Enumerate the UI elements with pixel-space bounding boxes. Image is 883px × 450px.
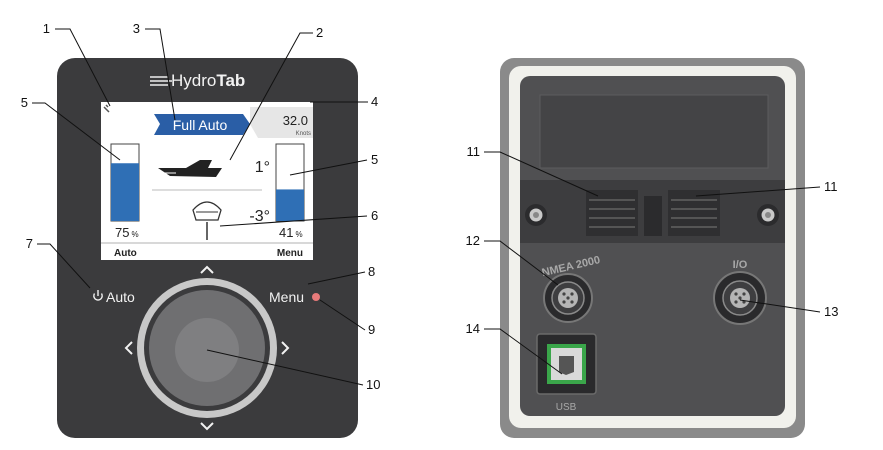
callout-leader-12 xyxy=(484,240,559,286)
bracket-slot-right xyxy=(668,190,720,236)
callout-4: 4 xyxy=(371,94,378,109)
boat-side-icon xyxy=(158,160,222,177)
usb-icon xyxy=(559,356,574,375)
callout-leader-10 xyxy=(206,349,364,386)
callout-5-left: 5 xyxy=(21,95,28,110)
brand-logo-text: HydroTab xyxy=(171,71,245,90)
callout-8: 8 xyxy=(368,264,375,279)
io-connector-label: I/O xyxy=(733,259,748,271)
brand-logo: HydroTab xyxy=(150,71,245,90)
speed-value: 32.0 xyxy=(283,113,308,128)
rear-label-recess xyxy=(539,94,769,169)
callout-leader-5b xyxy=(289,159,368,176)
rear-panel: NMEA 2000 I/O USB xyxy=(500,58,805,438)
right-tab-gauge-fill xyxy=(276,189,304,221)
callout-leader-3 xyxy=(145,28,176,121)
callout-10: 10 xyxy=(366,377,380,392)
screw-right-icon xyxy=(757,204,779,226)
callout-leader-11b xyxy=(695,186,821,197)
callout-leader-7 xyxy=(37,243,91,289)
callout-2: 2 xyxy=(316,25,323,40)
menu-button[interactable]: Menu xyxy=(269,289,320,305)
callout-leader-5a xyxy=(32,102,121,161)
callout-leader-14 xyxy=(484,328,563,375)
callout-5-right: 5 xyxy=(371,152,378,167)
callout-leader-11a xyxy=(484,151,599,197)
arrow-left-icon[interactable] xyxy=(124,341,133,355)
trim-angle-value: 1° xyxy=(255,159,270,176)
bracket-center-post xyxy=(644,196,662,236)
speed-box xyxy=(250,107,313,138)
callout-7: 7 xyxy=(26,236,33,251)
callout-leader-2 xyxy=(229,32,313,161)
arrow-right-icon[interactable] xyxy=(281,341,290,355)
callout-leader-8 xyxy=(307,271,366,285)
boat-rear-icon xyxy=(192,201,222,240)
io-connector[interactable] xyxy=(713,271,767,325)
usb-port[interactable] xyxy=(536,333,597,395)
right-tab-percent: 41% xyxy=(279,225,303,240)
callout-numbers: 1 2 3 4 5 5 6 7 8 9 10 11 11 12 13 14 xyxy=(21,21,839,392)
arrow-up-icon[interactable] xyxy=(200,265,214,274)
speed-unit: Knots xyxy=(296,131,311,137)
softkey-label-right: Menu xyxy=(277,248,303,259)
callout-14: 14 xyxy=(466,321,480,336)
callout-11-right: 11 xyxy=(824,179,838,194)
usb-label: USB xyxy=(556,402,577,413)
left-tab-percent: 75% xyxy=(115,225,139,240)
callout-leader-6 xyxy=(219,215,368,227)
power-icon xyxy=(93,290,103,301)
menu-led-indicator xyxy=(312,293,320,301)
callout-6: 6 xyxy=(371,208,378,223)
display-screen: Full Auto 32.0 Knots 1° xyxy=(101,102,313,260)
callout-leader-1 xyxy=(55,28,111,107)
mode-banner xyxy=(154,114,250,135)
bracket-slot-left xyxy=(586,190,638,236)
callout-3: 3 xyxy=(133,21,140,36)
callout-1: 1 xyxy=(43,21,50,36)
callout-11-left: 11 xyxy=(467,144,481,159)
auto-button[interactable]: Auto xyxy=(93,289,135,305)
front-panel: HydroTab Full Auto 32.0 Knots xyxy=(57,58,358,438)
softkey-label-left: Auto xyxy=(114,248,137,259)
menu-button-label: Menu xyxy=(269,289,304,305)
screw-left-icon xyxy=(525,204,547,226)
callout-13: 13 xyxy=(824,304,838,319)
callout-12: 12 xyxy=(466,233,480,248)
callout-leaders xyxy=(32,28,821,386)
auto-button-label: Auto xyxy=(106,289,135,305)
nmea-2000-connector[interactable] xyxy=(543,273,593,323)
callout-leader-13 xyxy=(739,299,821,313)
left-tab-gauge-fill xyxy=(111,163,139,221)
roll-angle-value: -3° xyxy=(249,208,270,225)
callout-leader-9 xyxy=(319,299,366,331)
mode-label: Full Auto xyxy=(173,117,228,133)
status-icon xyxy=(103,104,110,113)
callout-9: 9 xyxy=(368,322,375,337)
arrow-down-icon[interactable] xyxy=(200,422,214,431)
rotary-knob[interactable] xyxy=(137,278,277,418)
